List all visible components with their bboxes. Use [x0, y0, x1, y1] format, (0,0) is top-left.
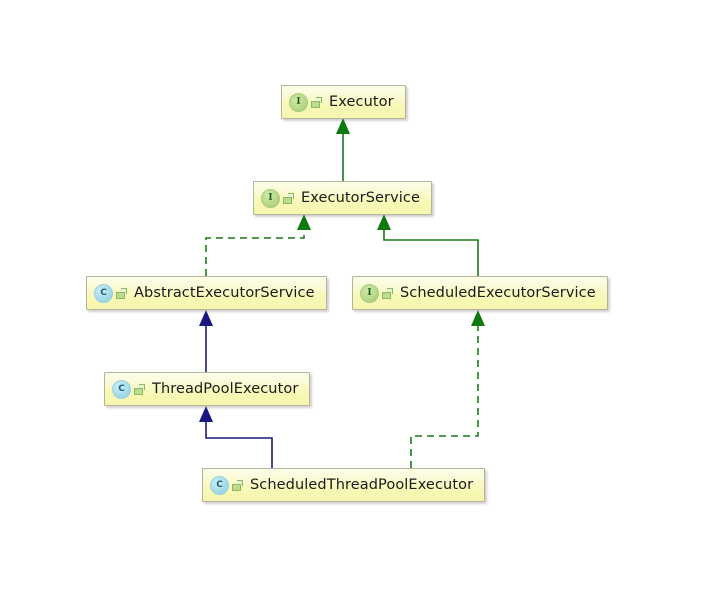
uml-node-label: ThreadPoolExecutor [152, 380, 299, 397]
uml-node-label: ExecutorService [301, 189, 420, 206]
edge-scheduled-executor-service-to-executor-service [377, 214, 479, 276]
uml-node-label: AbstractExecutorService [134, 284, 315, 301]
uml-node-executor-service[interactable]: I ExecutorService [253, 181, 432, 215]
uml-node-scheduled-executor-service[interactable]: I ScheduledExecutorService [352, 276, 608, 310]
interface-circle-icon: I [261, 188, 280, 208]
class-circle-icon: C [112, 379, 131, 399]
public-lock-icon [134, 384, 145, 395]
edge-thread-pool-executor-to-abstract-executor-service [199, 310, 213, 372]
uml-node-label: ScheduledThreadPoolExecutor [250, 476, 474, 493]
uml-node-label: Executor [329, 93, 394, 110]
uml-node-thread-pool-executor[interactable]: C ThreadPoolExecutor [104, 372, 311, 406]
uml-node-scheduled-thread-pool-executor[interactable]: C ScheduledThreadPoolExecutor [202, 468, 486, 502]
public-lock-icon [283, 193, 294, 204]
class-circle-icon: C [94, 283, 113, 303]
interface-circle-icon: I [289, 92, 308, 112]
edge-executor-service-to-executor [336, 118, 350, 181]
uml-node-executor[interactable]: I Executor [281, 85, 406, 119]
public-lock-icon [382, 288, 393, 299]
class-circle-icon: C [210, 475, 229, 495]
edge-scheduled-thread-pool-executor-to-thread-pool-executor [199, 406, 273, 468]
interface-circle-icon: I [360, 283, 379, 303]
public-lock-icon [311, 97, 322, 108]
public-lock-icon [116, 288, 127, 299]
uml-node-label: ScheduledExecutorService [400, 284, 596, 301]
edge-scheduled-thread-pool-executor-to-scheduled-executor-service [410, 310, 485, 468]
uml-node-abstract-executor-service[interactable]: C AbstractExecutorService [86, 276, 327, 310]
edge-abstract-executor-service-to-executor-service [205, 214, 311, 276]
public-lock-icon [232, 480, 243, 491]
